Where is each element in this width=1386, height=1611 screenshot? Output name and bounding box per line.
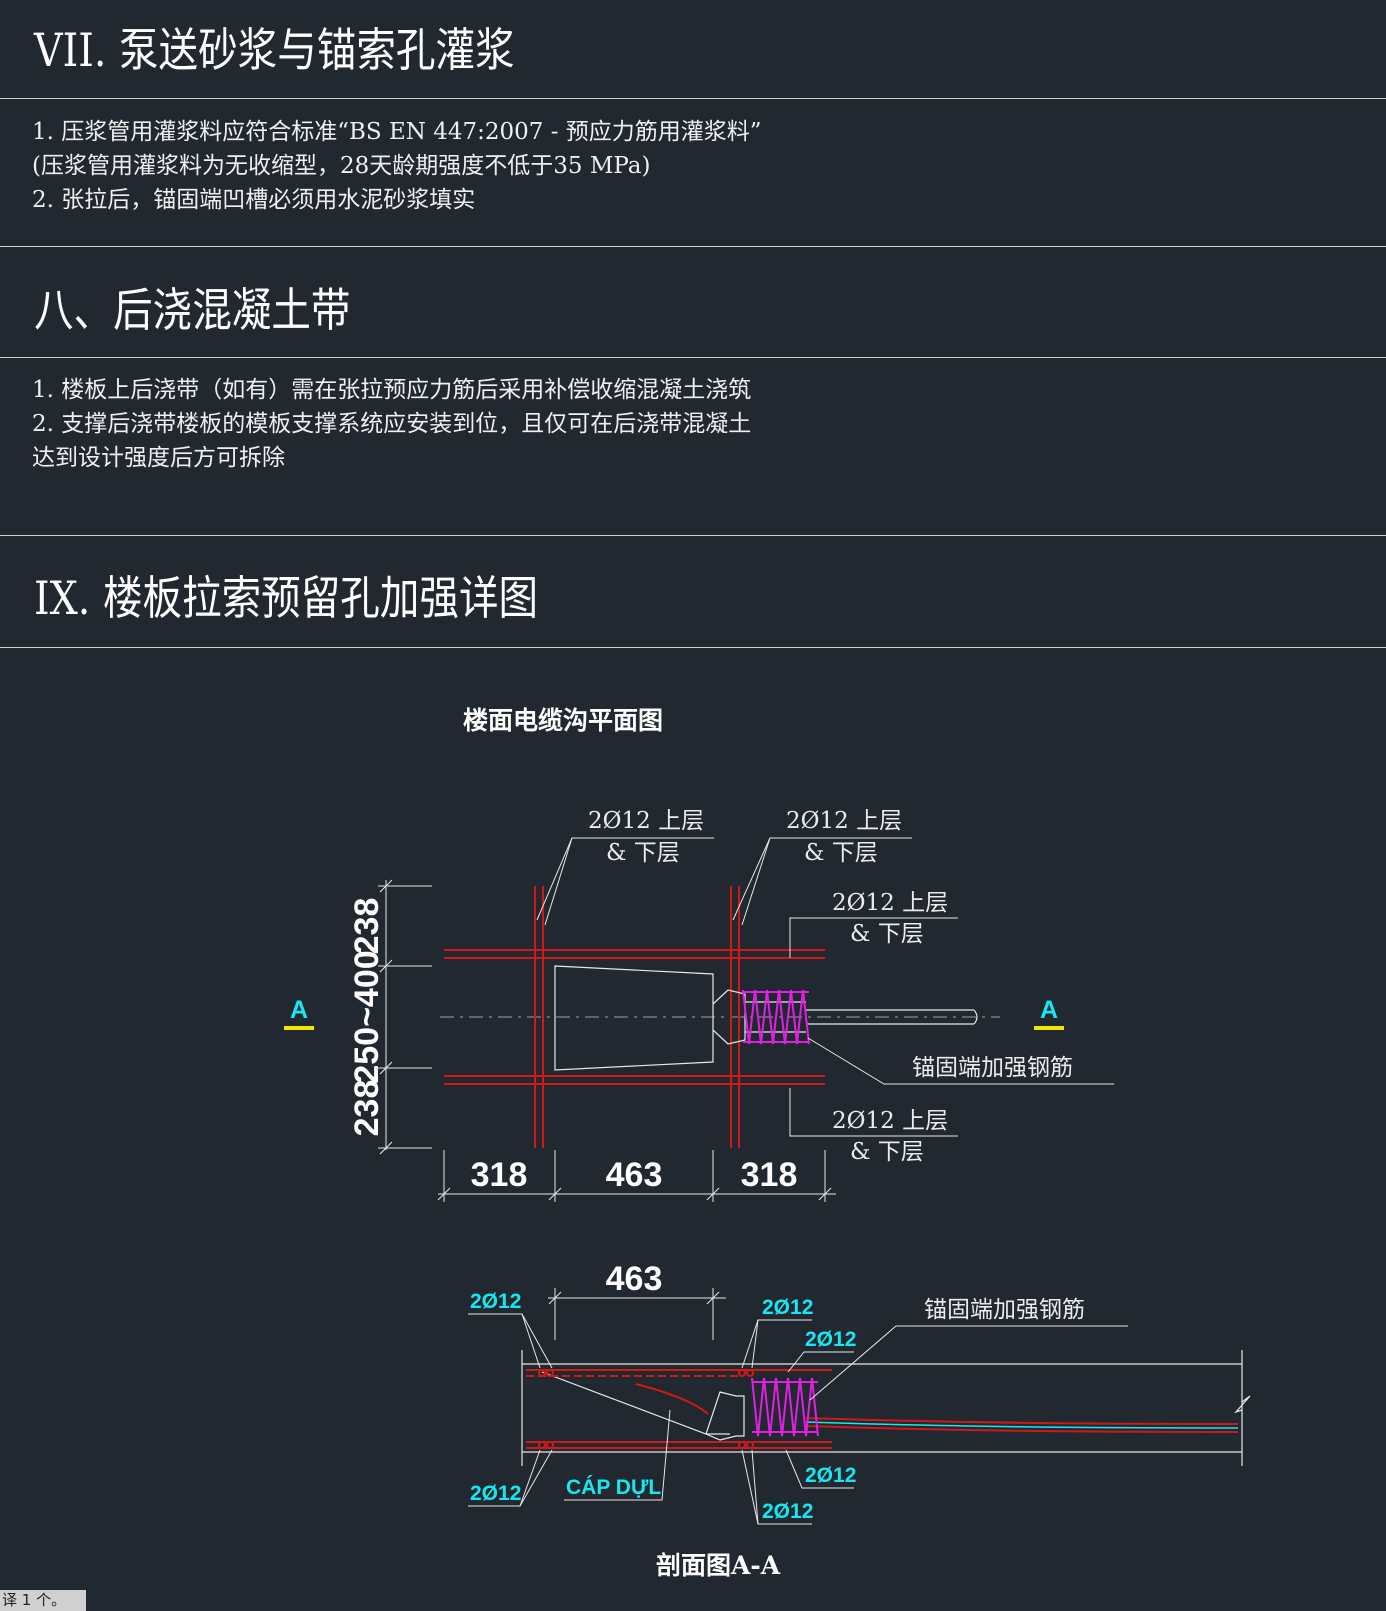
- section-mark-right: A: [1034, 996, 1064, 1030]
- section-7-notes: 1. 压浆管用灌浆料应符合标准“BS EN 447:2007 - 预应力筋用灌浆…: [32, 115, 762, 217]
- svg-text:锚固端加强钢筋: 锚固端加强钢筋: [912, 1055, 1073, 1081]
- anchor-pocket: [554, 965, 714, 1071]
- svg-text:& 下层: & 下层: [850, 1139, 924, 1165]
- note-line: 1. 压浆管用灌浆料应符合标准“BS EN 447:2007 - 预应力筋用灌浆…: [32, 119, 762, 145]
- section-callout-rebar-bottom-right: 2Ø12: [785, 1449, 856, 1489]
- note-line: (压浆管用灌浆料为无收缩型，28天龄期强度不低于35 MPa): [32, 153, 651, 179]
- section-mark-left: A: [284, 996, 314, 1030]
- note-line: 达到设计强度后方可拆除: [32, 445, 285, 471]
- note-line: 2. 张拉后，锚固端凹槽必须用水泥砂浆填实: [32, 187, 476, 213]
- section-callout-rebar-top-right: 2Ø12: [787, 1328, 856, 1373]
- section-divider: [0, 98, 1386, 99]
- svg-text:2Ø12: 2Ø12: [805, 1328, 856, 1351]
- section-divider: [0, 357, 1386, 358]
- svg-text:2Ø12: 2Ø12: [762, 1296, 813, 1319]
- svg-text:2Ø12 上层: 2Ø12 上层: [786, 808, 902, 834]
- plan-horizontal-dimensions: 318 463 318: [437, 1150, 836, 1202]
- svg-text:318: 318: [741, 1156, 798, 1194]
- section-spiral: [751, 1377, 819, 1437]
- plan-callout-rebar-left: 2Ø12 上层 & 下层: [536, 808, 714, 926]
- svg-text:A: A: [1040, 996, 1058, 1024]
- section-dimension: 463: [548, 1260, 726, 1340]
- note-line: 1. 楼板上后浇带（如有）需在张拉预应力筋后采用补偿收缩混凝土浇筑: [32, 377, 752, 403]
- svg-text:318: 318: [471, 1156, 528, 1194]
- plan-callout-rebar-bottom: 2Ø12 上层 & 下层: [789, 1088, 958, 1165]
- section-tendon: [635, 1383, 1239, 1433]
- reinforcement-detail-drawing: .w { stroke: #e8e8e8; fill: none; stroke…: [284, 706, 1251, 1580]
- plan-callout-rebar-right: 2Ø12 上层 & 下层: [732, 808, 912, 926]
- status-bar: 译 1 个。: [0, 1590, 86, 1611]
- section-callout-anchor: 锚固端加强钢筋: [809, 1297, 1128, 1401]
- section-rebar: [526, 1369, 832, 1449]
- plan-vertical-dimensions: 238 250~400 238: [348, 879, 432, 1155]
- section-divider: [0, 535, 1386, 536]
- svg-text:CÁP DỰL: CÁP DỰL: [566, 1476, 661, 1499]
- svg-text:锚固端加强钢筋: 锚固端加强钢筋: [924, 1297, 1085, 1323]
- plan-rebar-vertical: [534, 886, 740, 1148]
- svg-text:A: A: [290, 996, 308, 1024]
- section-anchor-head: [705, 1391, 745, 1441]
- section-callout-rebar-bottom-mid: 2Ø12: [741, 1449, 813, 1525]
- svg-text:& 下层: & 下层: [804, 840, 878, 866]
- plan-rebar-horizontal: [444, 949, 825, 1085]
- note-line: 2. 支撑后浇带楼板的模板支撑系统应安装到位，且仅可在后浇带混凝土: [32, 411, 752, 437]
- section-callout-rebar-bottom-left: 2Ø12: [468, 1449, 553, 1507]
- svg-text:238: 238: [348, 898, 386, 955]
- svg-text:250~400: 250~400: [348, 950, 386, 1083]
- svg-text:463: 463: [606, 1260, 663, 1298]
- svg-text:238: 238: [348, 1080, 386, 1137]
- svg-text:2Ø12 上层: 2Ø12 上层: [832, 890, 948, 916]
- plan-callout-rebar-top: 2Ø12 上层 & 下层: [789, 890, 958, 958]
- slab-outline: [521, 1350, 1251, 1466]
- svg-text:2Ø12 上层: 2Ø12 上层: [832, 1108, 948, 1134]
- svg-text:2Ø12: 2Ø12: [470, 1290, 521, 1313]
- spiral-reinforcement: [742, 989, 810, 1045]
- svg-text:463: 463: [606, 1156, 663, 1194]
- section-8-notes: 1. 楼板上后浇带（如有）需在张拉预应力筋后采用补偿收缩混凝土浇筑 2. 支撑后…: [32, 373, 751, 475]
- section-divider: [0, 246, 1386, 247]
- section-callout-rebar-top-left: 2Ø12: [468, 1290, 553, 1369]
- svg-text:2Ø12: 2Ø12: [470, 1482, 521, 1505]
- section-divider: [0, 647, 1386, 648]
- section-callout-cable: CÁP DỰL: [564, 1409, 671, 1501]
- section-8-heading: 八、后浇混凝土带: [34, 283, 351, 337]
- plan-title: 楼面电缆沟平面图: [463, 706, 663, 735]
- svg-text:2Ø12: 2Ø12: [805, 1464, 856, 1487]
- section-9-heading: IX. 楼板拉索预留孔加强详图: [34, 571, 539, 625]
- tendon-duct: [806, 1009, 978, 1025]
- svg-text:& 下层: & 下层: [850, 921, 924, 947]
- svg-text:2Ø12: 2Ø12: [762, 1500, 813, 1523]
- section-pocket: [541, 1371, 730, 1435]
- svg-text:2Ø12 上层: 2Ø12 上层: [588, 808, 704, 834]
- svg-text:& 下层: & 下层: [606, 840, 680, 866]
- section-7-heading: VII. 泵送砂浆与锚索孔灌浆: [34, 23, 515, 77]
- section-callout-rebar-top-mid: 2Ø12: [741, 1296, 813, 1369]
- section-title: 剖面图A-A: [656, 1551, 781, 1580]
- plan-callout-anchor: 锚固端加强钢筋: [807, 1037, 1114, 1085]
